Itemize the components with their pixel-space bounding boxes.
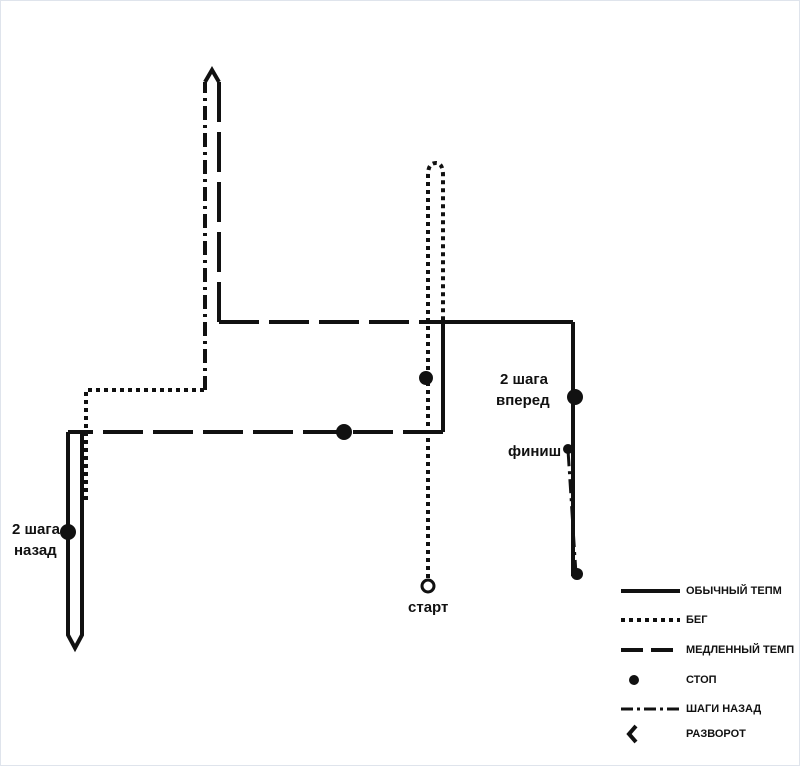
stop-dot-two-steps-back bbox=[60, 524, 76, 540]
label-two-steps-back-1: 2 шага bbox=[12, 521, 60, 538]
stop-dot-crossing bbox=[419, 371, 433, 385]
label-finish: финиш bbox=[508, 443, 562, 460]
steps-back-to-finish bbox=[566, 449, 578, 575]
label-two-steps-forward-2: вперед bbox=[496, 392, 550, 409]
legend-run-label: БЕГ bbox=[686, 614, 708, 626]
start-marker bbox=[420, 578, 436, 594]
label-start: старт bbox=[408, 599, 449, 616]
legend-slow-label: МЕДЛЕННЫЙ ТЕМП bbox=[686, 644, 795, 656]
stop-dot-two-steps-forward bbox=[567, 389, 583, 405]
legend-steps-back-label: ШАГИ НАЗАД bbox=[686, 703, 762, 715]
stop-dot-finish bbox=[563, 444, 573, 454]
legend-stop-dot bbox=[629, 675, 639, 685]
label-two-steps-back-2: назад bbox=[14, 542, 57, 559]
legend-u-turn-icon bbox=[626, 724, 638, 744]
legend-stop-label: СТОП bbox=[686, 674, 717, 686]
run-path-start-up bbox=[426, 160, 445, 586]
label-two-steps-forward-1: 2 шага bbox=[500, 371, 548, 388]
legend-u-turn-label: РАЗВОРОТ bbox=[686, 728, 746, 740]
stop-dot-middle bbox=[336, 424, 352, 440]
run-path-left-up bbox=[84, 388, 205, 500]
stop-dot-bottom-right bbox=[571, 568, 583, 580]
tower-top-turn bbox=[203, 66, 221, 84]
normal-path-left-loop bbox=[66, 432, 84, 653]
legend-normal-label: ОБЫЧНЫЙ ТЕПМ bbox=[686, 585, 782, 597]
